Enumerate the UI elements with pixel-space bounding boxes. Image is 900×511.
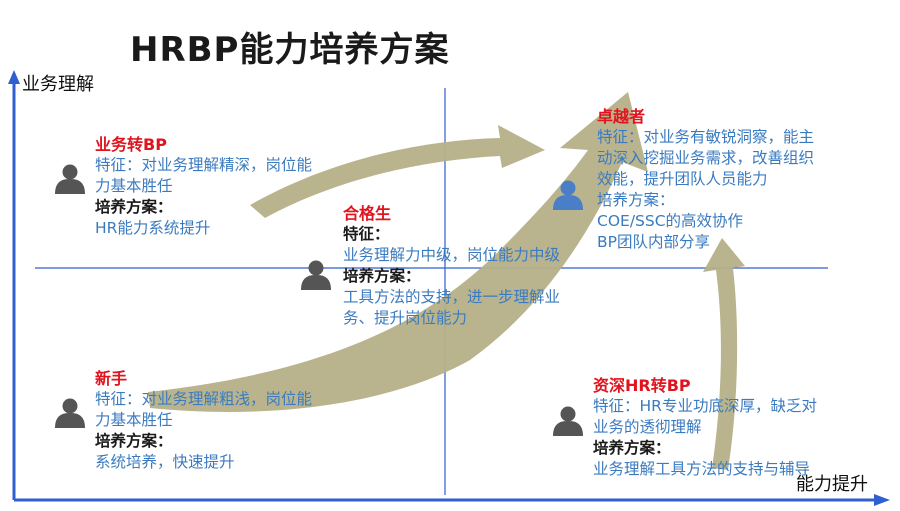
feature-label: 特征： <box>597 128 644 146</box>
plan-label: 培养方案： <box>593 439 671 457</box>
plan-label: 培养方案： <box>95 198 173 216</box>
person-icon <box>301 260 331 290</box>
person-icon <box>553 406 583 436</box>
feature-line: 特征：对业务理解精深，岗位能 <box>95 155 312 176</box>
feature-label: 特征： <box>593 397 640 415</box>
feature-text-cont: 动深入挖掘业务需求，改善组织 <box>597 149 815 167</box>
feature-text: HR专业功底深厚，缺乏对 <box>639 397 817 415</box>
feature-text-cont: 业务的透彻理解 <box>593 418 702 436</box>
group-bp-transfer: 业务转BP 特征：对业务理解精深，岗位能 力基本胜任 培养方案： HR能力系统提… <box>95 134 312 239</box>
person-icon <box>553 180 583 210</box>
group-heading: 资深HR转BP <box>593 376 691 395</box>
plan-text-cont: 务、提升岗位能力 <box>343 309 468 327</box>
feature-line: 特征：对业务理解粗浅，岗位能 <box>95 389 312 410</box>
feature-text: 对业务有敏锐洞察，能主 <box>643 128 815 146</box>
plan-text: 系统培养，快速提升 <box>95 453 235 471</box>
plan-label: 培养方案： <box>343 267 421 285</box>
feature-text-cont: 力基本胜任 <box>95 177 173 195</box>
person-icon <box>55 164 85 194</box>
y-axis-arrowhead <box>8 70 20 84</box>
feature-text-cont: 效能，提升团队人员能力 <box>597 170 768 188</box>
y-axis-label: 业务理解 <box>22 74 94 95</box>
plan-text-cont: BP团队内部分享 <box>597 233 710 251</box>
group-heading: 合格生 <box>343 204 392 223</box>
plan-label: 培养方案： <box>95 432 173 450</box>
group-novice: 新手 特征：对业务理解粗浅，岗位能 力基本胜任 培养方案： 系统培养，快速提升 <box>95 368 312 473</box>
feature-text: 业务理解力中级，岗位能力中级 <box>343 246 561 264</box>
feature-label: 特征： <box>95 390 142 408</box>
group-excellent: 卓越者 特征：对业务有敏锐洞察，能主 动深入挖掘业务需求，改善组织 效能，提升团… <box>597 106 814 253</box>
group-heading: 业务转BP <box>95 135 167 154</box>
feature-text-cont: 力基本胜任 <box>95 411 173 429</box>
group-heading: 卓越者 <box>597 107 646 126</box>
plan-label: 培养方案： <box>597 191 675 209</box>
plan-text: COE/SSC的高效协作 <box>597 212 744 230</box>
growth-arrow-bp-to-excellent <box>250 125 545 218</box>
feature-line: 特征：HR专业功底深厚，缺乏对 <box>593 396 817 417</box>
feature-text: 对业务理解粗浅，岗位能 <box>141 390 313 408</box>
growth-arrow-senior-to-excellent <box>703 238 745 470</box>
feature-label: 特征： <box>95 156 142 174</box>
page-title: HRBP能力培养方案 <box>130 30 450 70</box>
group-qualified: 合格生 特征： 业务理解力中级，岗位能力中级 培养方案： 工具方法的支持，进一步… <box>343 203 560 329</box>
person-icon <box>55 398 85 428</box>
growth-arrow-novice-to-excellent <box>148 92 648 412</box>
feature-text: 对业务理解精深，岗位能 <box>141 156 313 174</box>
feature-label: 特征： <box>343 225 390 243</box>
plan-text: 工具方法的支持，进一步理解业 <box>343 288 561 306</box>
feature-line: 特征：对业务有敏锐洞察，能主 <box>597 127 814 148</box>
group-senior-hr: 资深HR转BP 特征：HR专业功底深厚，缺乏对 业务的透彻理解 培养方案： 业务… <box>593 375 817 480</box>
group-heading: 新手 <box>95 369 128 388</box>
x-axis-label: 能力提升 <box>796 474 868 495</box>
plan-text: 业务理解工具方法的支持与辅导 <box>593 460 811 478</box>
plan-text: HR能力系统提升 <box>95 219 211 237</box>
x-axis-arrowhead <box>874 494 890 506</box>
